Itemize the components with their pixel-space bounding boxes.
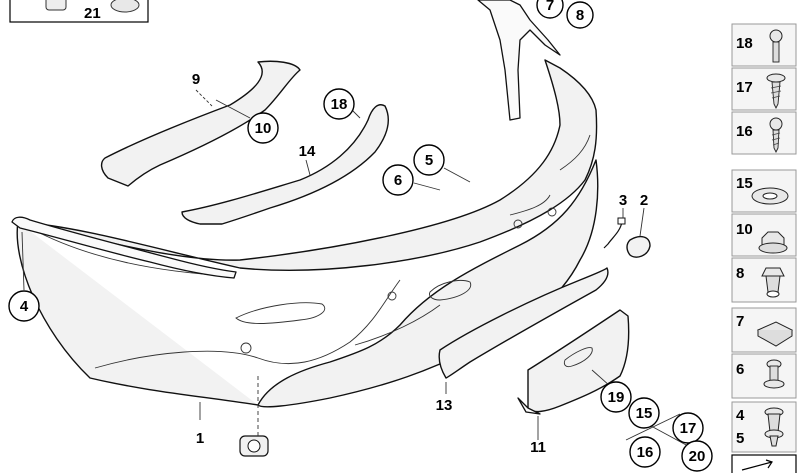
svg-text:19: 19 (608, 389, 625, 406)
svg-text:18: 18 (736, 35, 753, 52)
screw-icon (766, 73, 786, 110)
washer-icon (751, 187, 789, 205)
left-trim-strip (11, 216, 237, 279)
svg-text:7: 7 (736, 313, 744, 330)
part-3-connector (617, 217, 626, 225)
svg-text:8: 8 (576, 7, 584, 24)
callout-10: 10 (247, 112, 279, 144)
svg-text:18: 18 (331, 96, 348, 113)
svg-text:5: 5 (736, 430, 744, 447)
svg-text:15: 15 (736, 175, 753, 192)
callout-6: 6 (382, 164, 414, 196)
callout-17: 17 (672, 412, 704, 444)
panel-13 (438, 267, 609, 379)
sidebar-item-7: 7 (731, 307, 797, 353)
callout-11: 11 (530, 439, 546, 456)
callout-8: 8 (566, 1, 594, 29)
callout-20: 20 (681, 440, 713, 472)
sidebar-item-10: 10 (731, 213, 797, 257)
svg-text:6: 6 (394, 172, 402, 189)
nut-icon (758, 231, 788, 254)
callout-9: 9 (192, 71, 200, 88)
svg-text:17: 17 (680, 420, 697, 437)
sidebar-item-4-5: 4 5 (731, 401, 797, 453)
bracket-14 (181, 104, 390, 225)
svg-text:16: 16 (736, 123, 753, 140)
callout-15: 15 (628, 397, 660, 429)
callout-7: 7 (536, 0, 564, 19)
license-bracket-11 (527, 309, 630, 413)
svg-text:6: 6 (736, 361, 744, 378)
sidebar-item-8: 8 (731, 257, 797, 303)
park-sensor (239, 435, 269, 457)
svg-text:15: 15 (636, 405, 653, 422)
svg-text:7: 7 (546, 0, 554, 14)
bumper-cover (16, 0, 599, 408)
clip-nut-icon (756, 321, 794, 347)
svg-text:10: 10 (736, 221, 753, 238)
callout-13: 13 (436, 397, 453, 414)
svg-text:17: 17 (736, 79, 753, 96)
svg-text:5: 5 (425, 152, 433, 169)
sidebar-bottom-box (731, 454, 797, 473)
expanding-rivet-icon (761, 267, 785, 298)
sidebar-item-15: 15 (731, 169, 797, 213)
part-2-cap (626, 235, 651, 258)
callout-18: 18 (323, 88, 355, 120)
callout-19: 19 (600, 381, 632, 413)
sidebar-item-16: 16 (731, 111, 797, 155)
callout-21: 21 (84, 5, 101, 22)
inset-box-21: 21 (9, 0, 149, 23)
bolt-icon (769, 29, 783, 63)
svg-text:10: 10 (255, 120, 272, 137)
part-3-wire (603, 221, 623, 249)
callout-2: 2 (640, 192, 648, 209)
push-clip-icon (764, 407, 784, 447)
screw-icon (769, 117, 783, 154)
svg-text:20: 20 (689, 448, 706, 465)
callout-16: 16 (629, 436, 661, 468)
svg-text:8: 8 (736, 265, 744, 282)
callout-5: 5 (413, 144, 445, 176)
bracket-9 (100, 60, 301, 187)
fastener-sidebar: 18 17 16 (731, 23, 797, 473)
callout-14: 14 (299, 143, 316, 160)
callout-1: 1 (196, 430, 204, 447)
sidebar-item-18: 18 (731, 23, 797, 67)
sidebar-item-6: 6 (731, 353, 797, 399)
svg-text:16: 16 (637, 444, 654, 461)
callout-3: 3 (619, 192, 627, 209)
rivet-icon (763, 359, 785, 389)
svg-text:4: 4 (20, 298, 29, 315)
sidebar-item-17: 17 (731, 67, 797, 111)
svg-text:4: 4 (736, 407, 745, 424)
callout-4: 4 (8, 290, 40, 322)
